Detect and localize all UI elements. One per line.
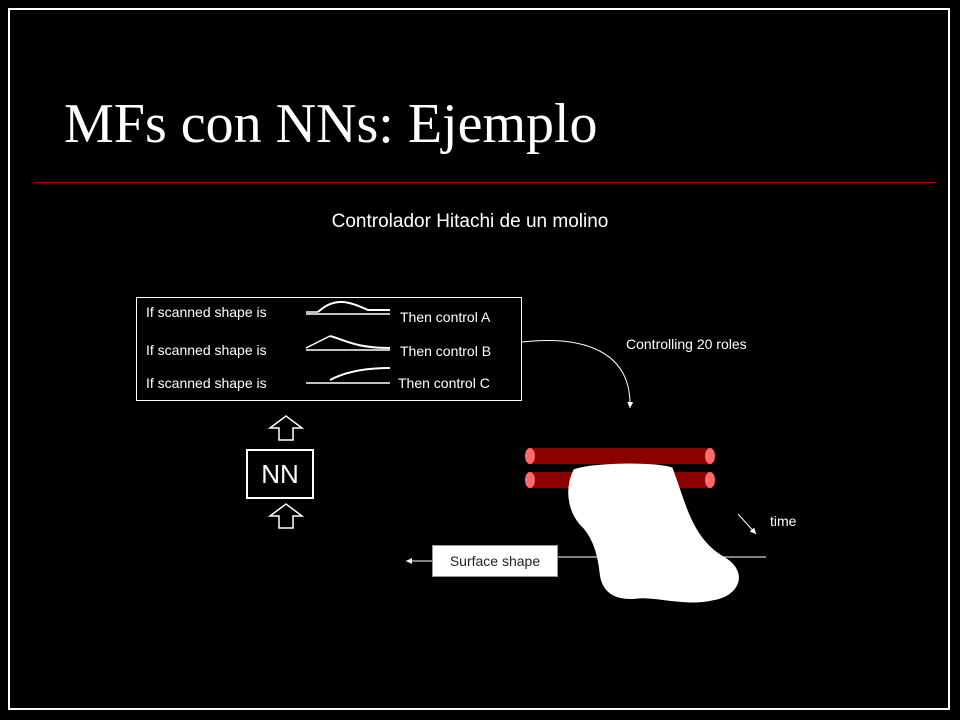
slide-title: MFs con NNs: Ejemplo — [64, 93, 598, 155]
up-arrow-bottom-icon — [267, 503, 305, 529]
sheet-material — [568, 463, 739, 603]
nn-box: NN — [246, 449, 314, 499]
rule-3-shape-line — [306, 367, 391, 384]
time-label: time — [770, 513, 797, 529]
title-rule — [34, 182, 936, 183]
rule-2-condition: If scanned shape is — [146, 342, 267, 358]
nn-label: NN — [261, 458, 299, 489]
time-arrow — [737, 513, 757, 535]
rule-2-action: Then control B — [400, 343, 492, 359]
rules-box — [136, 297, 522, 401]
rule-1-condition: If scanned shape is — [146, 304, 267, 320]
slide-frame — [8, 8, 950, 710]
rule-3-condition: If scanned shape is — [146, 375, 267, 391]
surface-shape-label: Surface shape — [449, 553, 541, 569]
roller-top — [525, 448, 715, 464]
rule-1-action: Then control A — [400, 309, 491, 325]
controlling-arrow — [521, 340, 634, 409]
up-arrow-top-icon — [267, 415, 305, 441]
rule-1-shape-line — [306, 301, 390, 315]
controlling-label: Controlling 20 roles — [626, 336, 747, 352]
slide-subtitle: Controlador Hitachi de un molino — [331, 211, 609, 232]
surface-shape-box: Surface shape — [432, 545, 558, 577]
rule-2-shape-line — [305, 335, 391, 351]
rule-3-action: Then control C — [398, 375, 490, 391]
